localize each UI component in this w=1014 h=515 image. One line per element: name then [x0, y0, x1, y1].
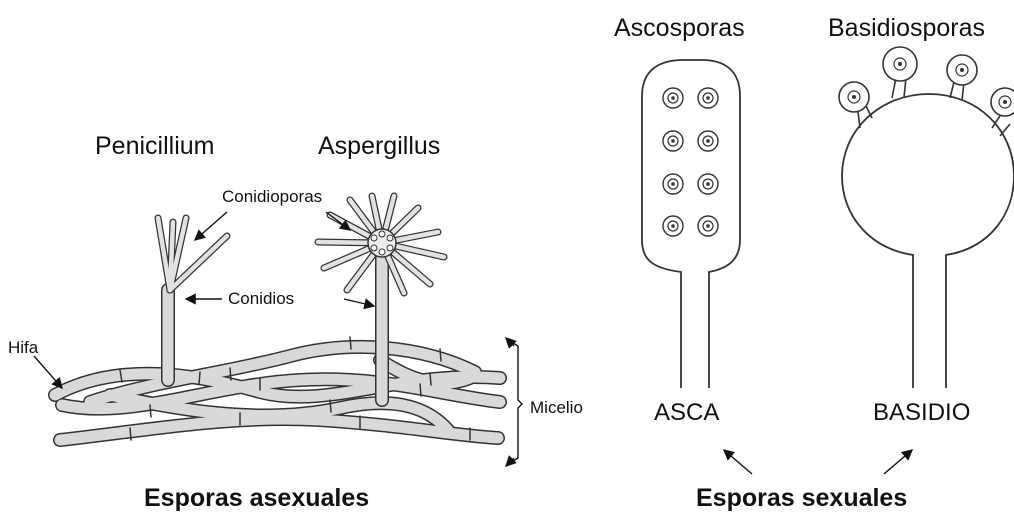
conidios-label: Conidios [228, 290, 294, 307]
basidio [839, 47, 1014, 388]
asca [642, 60, 740, 388]
asca-label: ASCA [654, 401, 719, 425]
basidiosporas-label: Basidiosporas [828, 16, 985, 41]
conidioporas-label: Conidioporas [222, 188, 322, 205]
aspergillus-label: Aspergillus [318, 134, 440, 159]
aspergillus-conidiophore [318, 196, 444, 400]
basidio-label: BASIDIO [873, 401, 970, 425]
hifa-label: Hifa [8, 339, 38, 356]
esporas-sexuales-caption: Esporas sexuales [696, 486, 907, 511]
esporas-asexuales-caption: Esporas asexuales [144, 486, 369, 511]
mycelium [55, 337, 500, 440]
micelio-label: Micelio [530, 399, 583, 416]
right-arrows [724, 450, 912, 474]
penicillium-label: Penicillium [95, 134, 214, 159]
ascosporas-label: Ascosporas [614, 16, 745, 41]
